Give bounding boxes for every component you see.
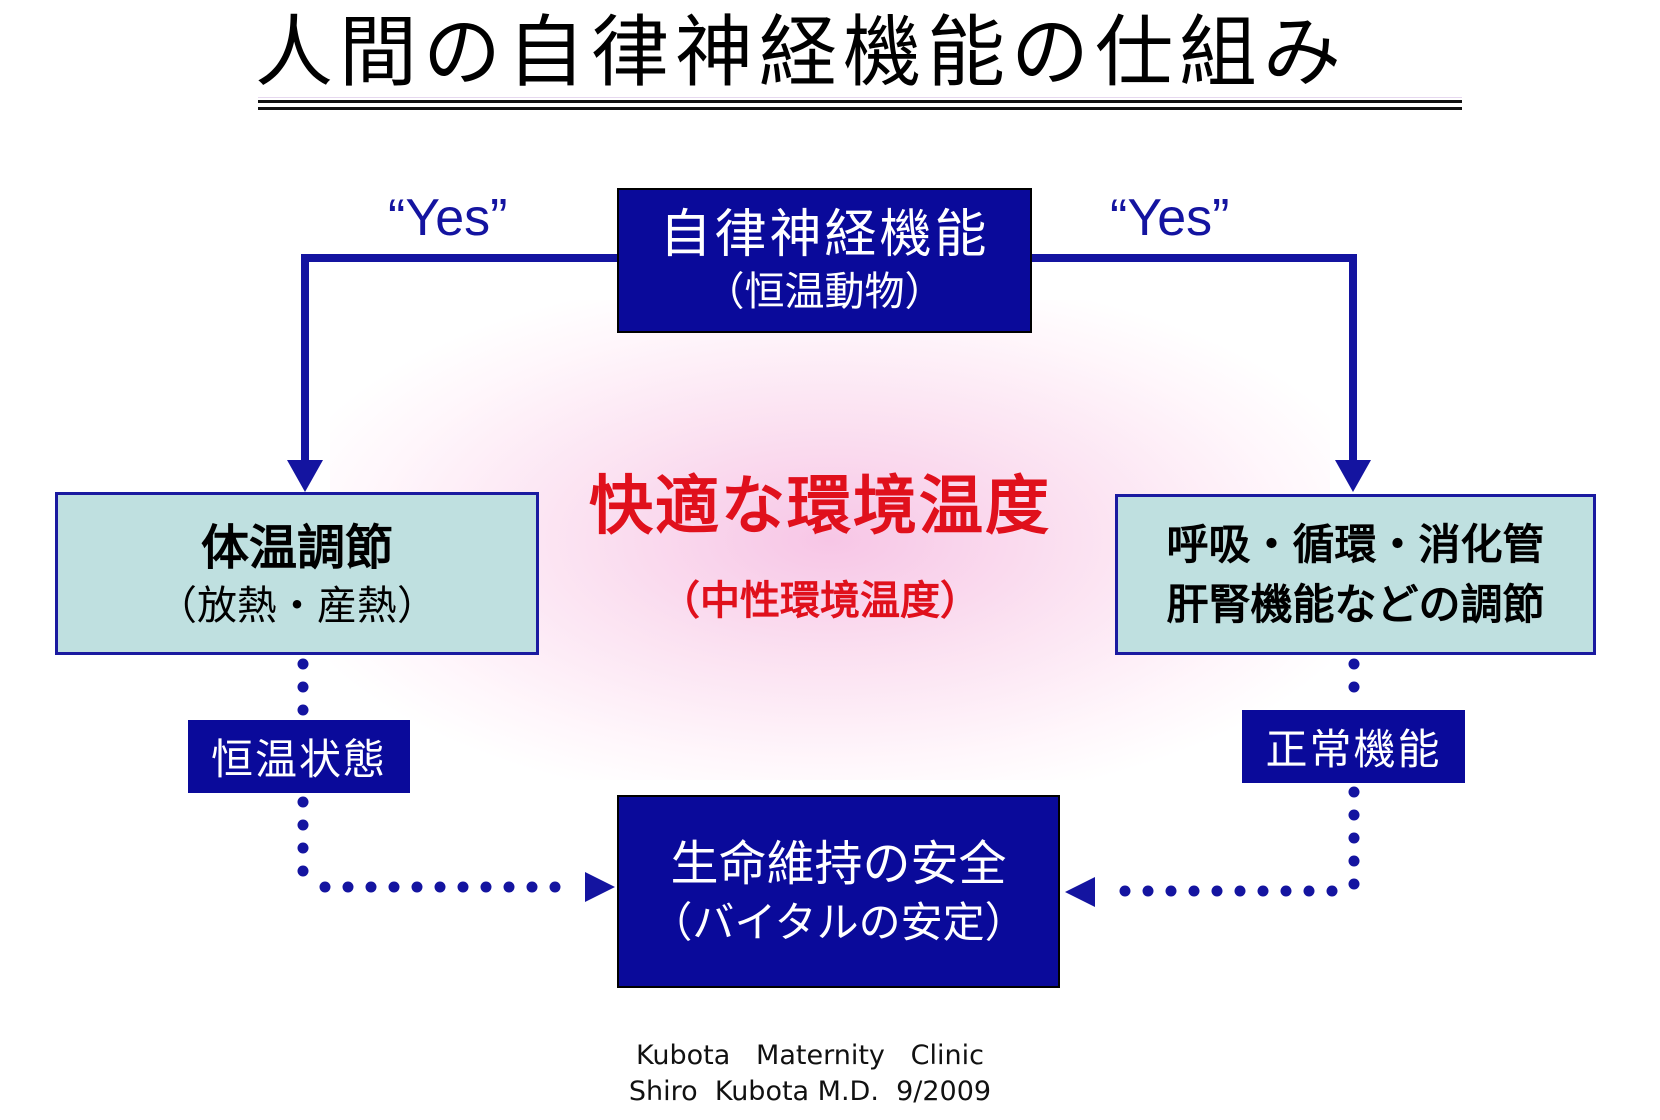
- connector-dot: [365, 881, 377, 893]
- connector-dot: [480, 881, 492, 893]
- body-temperature-regulation-title: 体温調節: [200, 519, 393, 576]
- connector-dot: [526, 881, 538, 893]
- arrow-head-left: [287, 460, 323, 492]
- connector-dot: [411, 881, 423, 893]
- title-rule-faint: [258, 97, 1462, 98]
- connector-dot: [297, 704, 309, 716]
- connector-dot: [1348, 658, 1360, 670]
- connector-dot: [297, 658, 309, 670]
- connector-dot: [319, 881, 331, 893]
- connector-dot: [297, 865, 309, 877]
- body-temperature-regulation-box: 体温調節 （放熱・産熱）: [55, 492, 539, 655]
- yes-label-right: “Yes”: [1110, 189, 1230, 247]
- connector-dot: [1348, 681, 1360, 693]
- connector-dot: [1348, 786, 1360, 798]
- credit-clinic: Kubota Maternity Clinic: [636, 1040, 984, 1071]
- connector-dot: [1348, 832, 1360, 844]
- normal-function-label: 正常機能: [1242, 710, 1465, 783]
- autonomic-function-subtitle: （恒温動物）: [704, 268, 945, 315]
- connector-dot: [1280, 885, 1292, 897]
- connector-dot: [297, 842, 309, 854]
- arrow-top-to-left: [301, 254, 619, 462]
- connector-dot: [1234, 885, 1246, 897]
- connector-dot: [1326, 885, 1338, 897]
- connector-dot: [503, 881, 515, 893]
- arrow-head-right: [1335, 460, 1371, 492]
- title-rule-bottom: [258, 107, 1462, 110]
- body-temperature-regulation-subtitle: （放熱・産熱）: [157, 582, 437, 629]
- connector-dot: [1348, 855, 1360, 867]
- life-support-safety-box: 生命維持の安全 （バイタルの安定）: [617, 795, 1060, 988]
- connector-dot: [1165, 885, 1177, 897]
- arrow-top-to-right: [1032, 254, 1357, 462]
- neutral-temperature-subheading: （中性環境温度）: [660, 578, 980, 624]
- life-support-safety-title: 生命維持の安全: [670, 835, 1007, 892]
- organ-regulation-line1: 呼吸・循環・消化管: [1166, 519, 1545, 569]
- connector-dot: [1188, 885, 1200, 897]
- connector-dot: [434, 881, 446, 893]
- connector-dot: [1257, 885, 1269, 897]
- dotted-path-right: [1119, 658, 1360, 897]
- connector-dot: [549, 881, 561, 893]
- homeothermic-state-label: 恒温状態: [188, 720, 410, 793]
- organ-regulation-line2: 肝腎機能などの調節: [1166, 579, 1545, 629]
- connector-dot: [1348, 809, 1360, 821]
- connector-dot: [297, 796, 309, 808]
- connector-dot: [388, 881, 400, 893]
- yes-label-left: “Yes”: [388, 189, 508, 247]
- organ-regulation-box: 呼吸・循環・消化管 肝腎機能などの調節: [1115, 494, 1596, 655]
- connector-dot: [1119, 885, 1131, 897]
- connector-dot: [1348, 878, 1360, 890]
- connector-dot: [1211, 885, 1223, 897]
- arrow-head-bottom-right: [1065, 877, 1095, 907]
- connector-dot: [342, 881, 354, 893]
- connector-dot: [1142, 885, 1154, 897]
- credit-author-date: Shiro Kubota M.D. 9/2009: [628, 1076, 992, 1107]
- title-rule-top: [258, 100, 1462, 103]
- connector-dot: [1303, 885, 1315, 897]
- connector-dot: [457, 881, 469, 893]
- connector-dot: [297, 681, 309, 693]
- autonomic-function-title: 自律神経機能: [659, 204, 990, 265]
- arrow-head-bottom-left: [585, 872, 615, 902]
- autonomic-function-box: 自律神経機能 （恒温動物）: [617, 188, 1032, 333]
- comfortable-temperature-heading: 快適な環境温度: [589, 470, 1051, 544]
- page-title: 人間の自律神経機能の仕組み: [255, 8, 1348, 98]
- dotted-path-left: [297, 658, 561, 893]
- connector-dot: [297, 819, 309, 831]
- life-support-safety-subtitle: （バイタルの安定）: [650, 897, 1027, 947]
